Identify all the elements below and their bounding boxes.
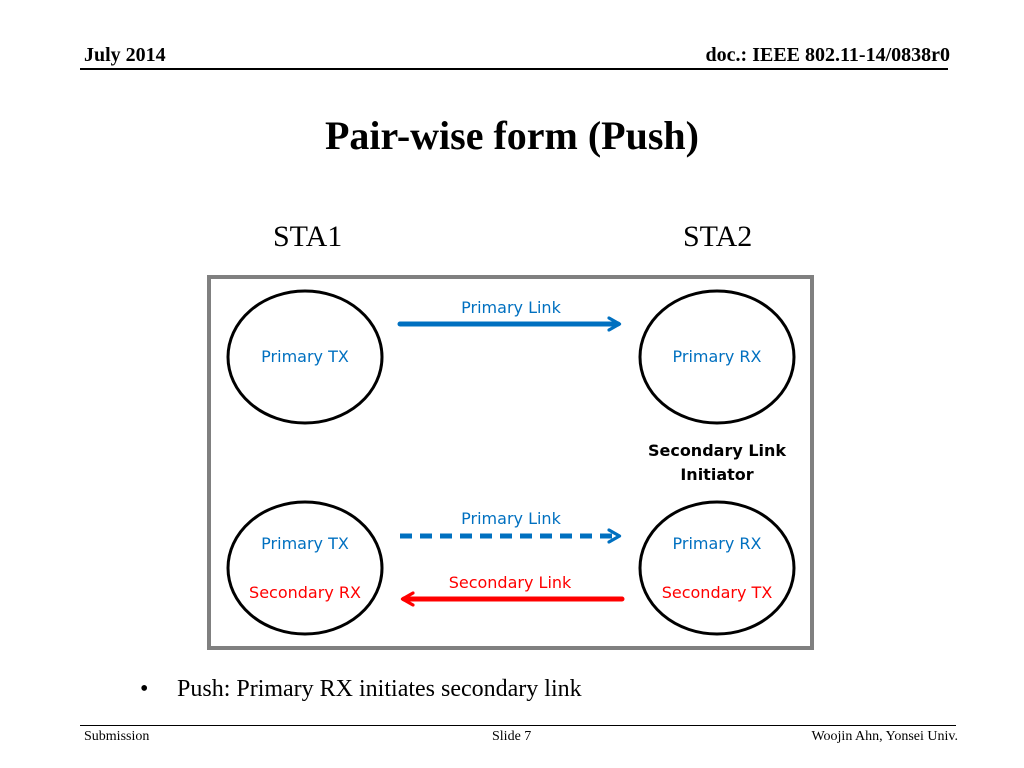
node-sta2-top [638, 289, 796, 425]
node-label-primary-tx-top: Primary TX [261, 347, 349, 366]
footer-author: Woojin Ahn, Yonsei Univ. [811, 729, 958, 744]
secondary-link-label: Secondary Link [448, 573, 572, 592]
node-label-secondary-rx: Secondary RX [249, 583, 361, 602]
footer-rule [80, 725, 956, 726]
node-label-primary-rx-bottom: Primary RX [672, 534, 762, 553]
header-doc-id: doc.: IEEE 802.11-14/0838r0 [705, 44, 950, 66]
footer-submission: Submission [84, 729, 150, 744]
node-label-primary-tx-bottom: Primary TX [261, 534, 349, 553]
footer-slide-number: Slide 7 [492, 729, 532, 744]
initiator-label-line2: Initiator [680, 465, 754, 484]
node-sta1-bottom [226, 500, 384, 636]
bullet-text: Push: Primary RX initiates secondary lin… [177, 676, 582, 702]
sta1-label: STA1 [273, 220, 343, 253]
bullet-marker: • [140, 676, 149, 702]
primary-link-label-bottom: Primary Link [461, 509, 561, 528]
header-date: July 2014 [84, 44, 166, 66]
initiator-label-line1: Secondary Link [647, 441, 787, 460]
node-sta1-top [226, 289, 384, 425]
node-label-primary-rx-top: Primary RX [672, 347, 762, 366]
node-sta2-bottom [638, 500, 796, 636]
header-rule [80, 68, 948, 70]
sta2-label: STA2 [683, 220, 753, 253]
slide-title: Pair-wise form (Push) [325, 113, 699, 158]
primary-link-label-top: Primary Link [461, 298, 561, 317]
node-label-secondary-tx: Secondary TX [661, 583, 773, 602]
diagram-frame [207, 275, 814, 650]
